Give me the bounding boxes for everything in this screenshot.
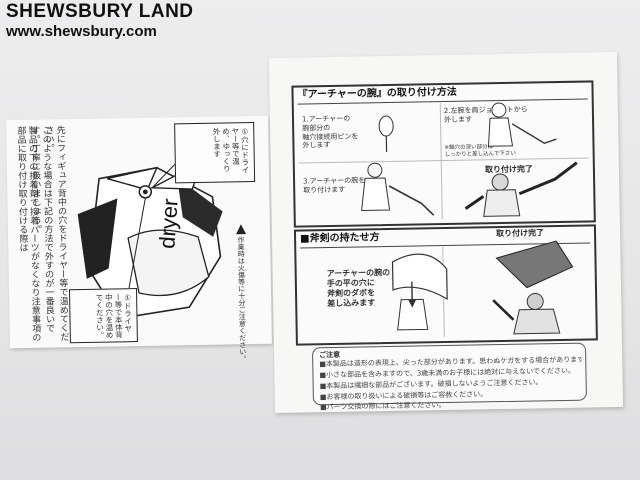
left-callout-bottom-box: ①ドライヤー等で本体背中の穴を温めてください。 xyxy=(69,288,138,343)
warning-icon xyxy=(236,224,246,234)
dryer-label: dryer xyxy=(154,198,183,250)
caution-notice: ご注意 ■本製品は造形の表現上、尖った部分があります。思わぬケガをする場合があり… xyxy=(312,343,587,406)
axe-sword-illustrations xyxy=(296,226,596,343)
left-warning-text: 作業時は火傷等に十分ご注意ください。 xyxy=(236,236,247,362)
left-callout-top-box: ①穴にドライヤー等で温め、ゆっくり外します xyxy=(174,122,255,183)
watermark-title: SHEWSBURY LAND xyxy=(6,2,194,21)
right-instruction-sheet: 『アーチャーの腕』の取り付け方法 1.アーチャーの 腕部分の 軸穴接続用ピンを … xyxy=(269,52,623,413)
watermark-url: www.shewsbury.com xyxy=(6,24,194,39)
left-instruction-sheet: 製品の下の接着剤で接着パーツがなくなり注意事項の部品に取り付け取り付ける際は こ… xyxy=(6,116,272,349)
axe-sword-section: ■斧剣の持たせ方 アーチャーの腕の 手の平の穴に 斧剣のダボを 差し込みます 取… xyxy=(294,224,598,345)
watermark: SHEWSBURY LAND www.shewsbury.com xyxy=(6,2,194,39)
left-callout-top-text: ①穴にドライヤー等で温め、ゆっくり外します xyxy=(212,127,250,180)
left-callout-bottom-text: ①ドライヤー等で本体背中の穴を温めてください。 xyxy=(95,293,133,340)
arm-attach-illustrations xyxy=(293,82,593,225)
arm-attach-section: 『アーチャーの腕』の取り付け方法 1.アーチャーの 腕部分の 軸穴接続用ピンを … xyxy=(291,80,595,227)
caution-lines: ■本製品は造形の表現上、尖った部分があります。思わぬケガをする場合がありますので… xyxy=(319,355,582,414)
